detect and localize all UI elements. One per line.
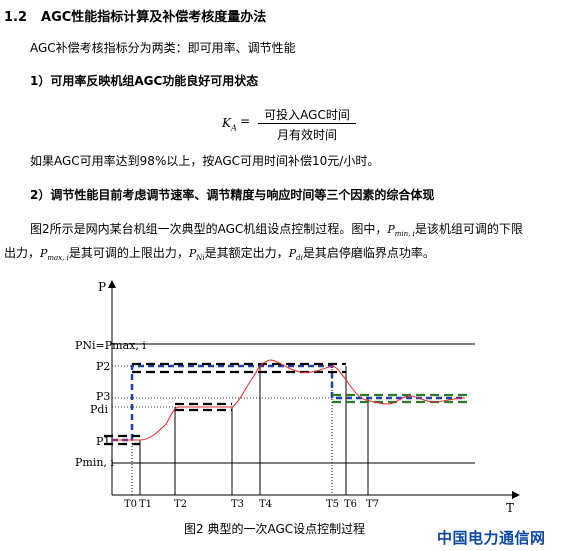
ytick-label-pdi: Pdi bbox=[90, 403, 108, 416]
formula-symbol: KA bbox=[222, 116, 237, 133]
body-line-2: 出力，Pmax, i是其可调的上限出力，PNi是其额定出力，Pdi是其启停磨临界… bbox=[4, 246, 435, 263]
section-title: AGC性能指标计算及补偿考核度量办法 bbox=[41, 10, 267, 25]
section-number: 1.2 bbox=[4, 10, 28, 25]
formula-equals: = bbox=[240, 114, 251, 128]
ytick-label-p2: P2 bbox=[96, 360, 110, 373]
body-line-1: 图2所示是网内某台机组一次典型的AGC机组设点控制过程。图中，Pmin, i是该… bbox=[30, 222, 523, 239]
xtick-label-t3: T3 bbox=[231, 499, 244, 510]
formula-denominator: 月有效时间 bbox=[276, 128, 337, 142]
xtick-label-t7: T7 bbox=[366, 499, 379, 510]
formula-fraction-bar bbox=[258, 123, 356, 124]
watermark-logo: 中国电力通信网 bbox=[437, 529, 546, 547]
compensation-note: 如果AGC可用率达到98%以上，按AGC可用时间补偿10元/小时。 bbox=[30, 154, 380, 168]
sub2-heading: 2）调节性能目前考虑调节速率、调节精度与响应时间等三个因素的综合体现 bbox=[30, 188, 435, 202]
formula-numerator: 可投入AGC时间 bbox=[264, 108, 350, 122]
xtick-label-t4: T4 bbox=[259, 499, 272, 510]
xtick-label-t1: T1 bbox=[139, 499, 152, 510]
xtick-label-t6: T6 bbox=[344, 499, 357, 510]
deadband-green-lines bbox=[332, 393, 468, 404]
pd-symbol: Pdi bbox=[288, 247, 303, 263]
intro-text: AGC补偿考核指标分为两类：即可用率、调节性能 bbox=[30, 41, 296, 55]
sub1-heading: 1）可用率反映机组AGC功能良好可用状态 bbox=[30, 74, 259, 88]
figure-caption: 图2 典型的一次AGC设点控制过程 bbox=[184, 522, 366, 536]
xtick-label-t0: T0 bbox=[124, 499, 137, 510]
ytick-label-p3: P3 bbox=[96, 390, 110, 403]
pmin-symbol: Pmin, i bbox=[387, 223, 415, 239]
availability-formula: KA = 可投入AGC时间 月有效时间 bbox=[222, 106, 362, 142]
section-heading: 1.2 AGC性能指标计算及补偿考核度量办法 bbox=[4, 6, 266, 25]
xtick-label-t5: T5 bbox=[326, 499, 339, 510]
ytick-label-pmin: Pmin, i bbox=[75, 456, 114, 469]
deadband-lines bbox=[104, 362, 346, 446]
setpoint-series bbox=[112, 364, 465, 442]
xtick-label-t2: T2 bbox=[174, 499, 187, 510]
x-axis-label: T bbox=[506, 501, 514, 515]
ytick-label-pmax: PNi=Pmax, i bbox=[75, 339, 146, 352]
y-axis-label: P bbox=[98, 280, 106, 294]
pn-symbol: PNi bbox=[188, 247, 205, 263]
actual-output-series bbox=[112, 359, 466, 441]
pmax-symbol: Pmax, i bbox=[40, 247, 69, 263]
